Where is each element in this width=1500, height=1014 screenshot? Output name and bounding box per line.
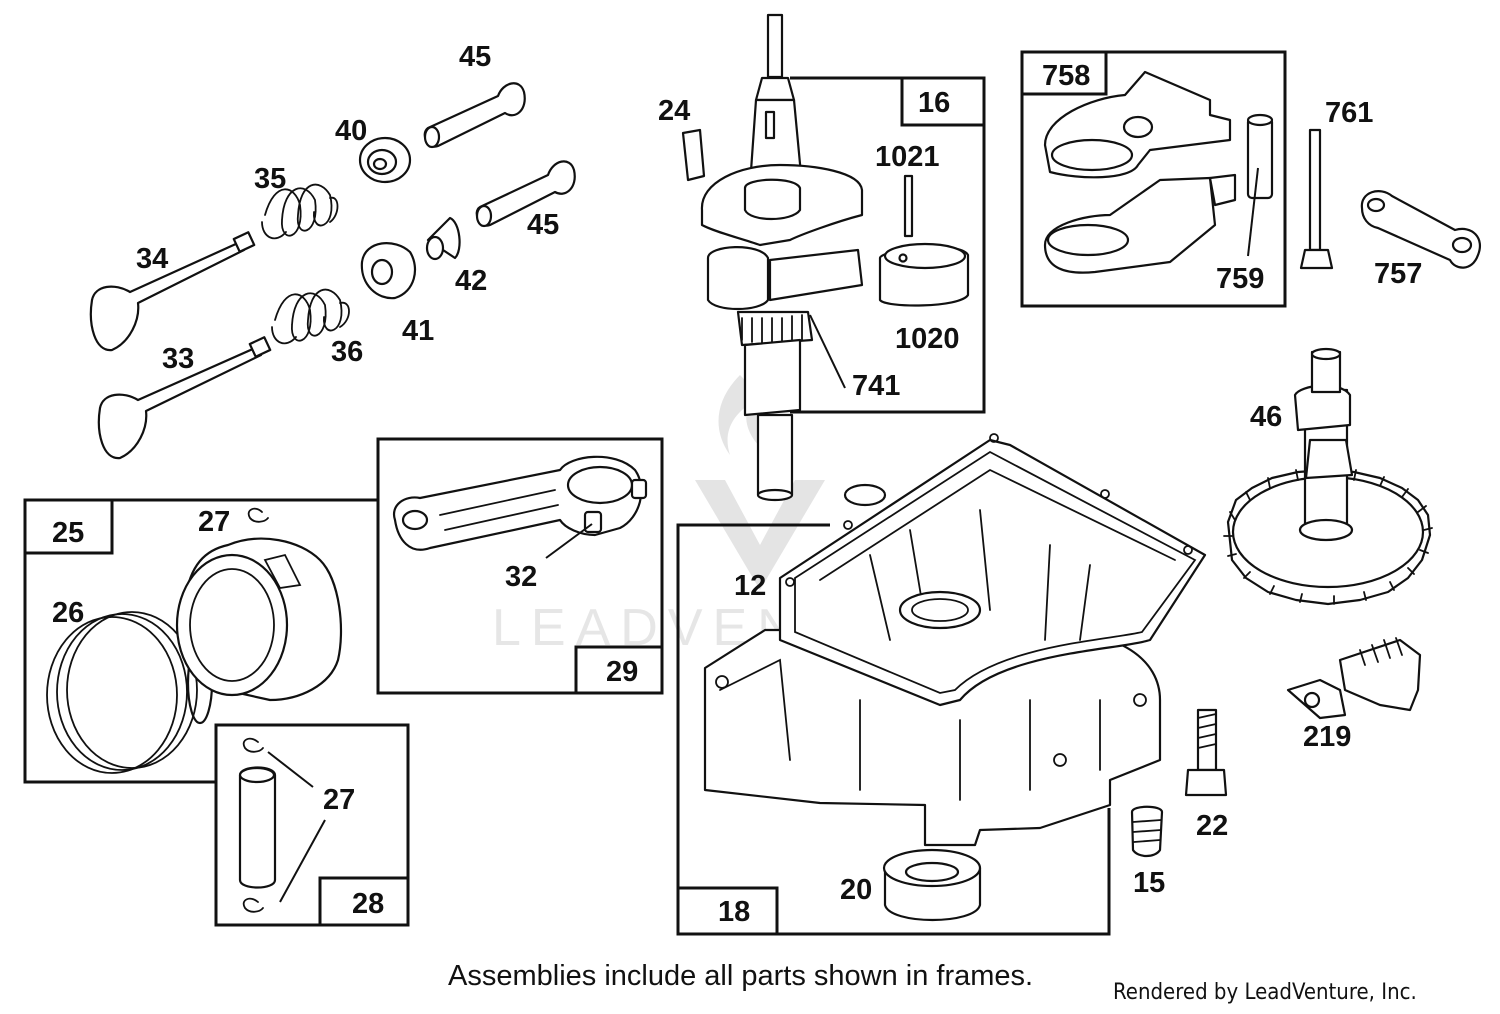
part-labels: 45 40 35 45 34 42 41 33 36 24 16 1021 10…	[52, 41, 1422, 928]
label-45-upper: 45	[459, 41, 491, 73]
label-46: 46	[1250, 401, 1282, 433]
frame-758	[1020, 50, 1287, 308]
label-35: 35	[254, 163, 286, 195]
governor-219	[1286, 637, 1422, 720]
frame-29	[376, 437, 664, 695]
valve-guide-45-upper	[423, 82, 526, 149]
pin-1021	[903, 174, 914, 238]
label-1020: 1020	[895, 323, 960, 355]
label-42: 42	[455, 265, 487, 297]
frame-18	[676, 523, 1111, 936]
label-41: 41	[402, 315, 434, 347]
oil-seal-20	[882, 848, 982, 922]
label-12: 12	[734, 570, 766, 602]
spring-retainer-41	[360, 242, 417, 300]
label-219: 219	[1303, 721, 1351, 753]
balancer-shaft-759	[1246, 113, 1274, 200]
connecting-rod-29	[392, 455, 648, 551]
label-34: 34	[136, 243, 168, 275]
spring-retainer-40	[358, 136, 412, 184]
frame-25	[23, 498, 378, 784]
label-1021: 1021	[875, 141, 940, 173]
valve-keeper-42	[425, 216, 461, 261]
label-24: 24	[658, 95, 690, 127]
label-22: 22	[1196, 810, 1228, 842]
label-28: 28	[352, 888, 384, 920]
frame-28	[214, 723, 410, 927]
bolt-761	[1299, 128, 1334, 270]
label-29: 29	[606, 656, 638, 688]
link-757	[1360, 190, 1481, 269]
crank-key-24	[681, 128, 706, 182]
label-758: 758	[1042, 60, 1090, 92]
valve-spring-35	[261, 183, 339, 240]
valve-guide-45-lower	[475, 160, 576, 228]
label-757: 757	[1374, 258, 1422, 290]
label-25: 25	[52, 517, 84, 549]
crankshaft-741	[700, 13, 864, 502]
camshaft-46	[1223, 347, 1433, 606]
label-20: 20	[840, 874, 872, 906]
drain-plug-15	[1130, 805, 1164, 858]
label-18: 18	[718, 896, 750, 928]
label-15: 15	[1133, 867, 1165, 899]
label-26: 26	[52, 597, 84, 629]
frame-16	[790, 76, 986, 414]
label-761: 761	[1325, 97, 1373, 129]
label-36: 36	[331, 336, 363, 368]
assemblies-note: Assemblies include all parts shown in fr…	[448, 960, 1034, 992]
label-40: 40	[335, 115, 367, 147]
piston-pin-28	[238, 737, 277, 913]
bearing-ring-1020	[878, 242, 970, 307]
piston-25	[175, 537, 343, 702]
balancer-assembly-758	[1043, 70, 1237, 274]
oil-sump-18	[703, 433, 1207, 847]
valve-spring-36	[271, 288, 350, 345]
retaining-ring-27-top	[247, 507, 269, 523]
label-16: 16	[918, 87, 950, 119]
exhaust-valve-34	[89, 231, 256, 352]
bolt-22	[1184, 708, 1228, 797]
label-27-upper: 27	[198, 506, 230, 538]
label-32: 32	[505, 561, 537, 593]
label-759: 759	[1216, 263, 1264, 295]
label-27-lower: 27	[323, 784, 355, 816]
leader-lines	[267, 167, 1259, 903]
label-741: 741	[852, 370, 900, 402]
label-45-lower: 45	[527, 209, 559, 241]
intake-valve-33	[97, 336, 272, 460]
label-33: 33	[162, 343, 194, 375]
render-credit: Rendered by LeadVenture, Inc.	[1113, 980, 1417, 1005]
